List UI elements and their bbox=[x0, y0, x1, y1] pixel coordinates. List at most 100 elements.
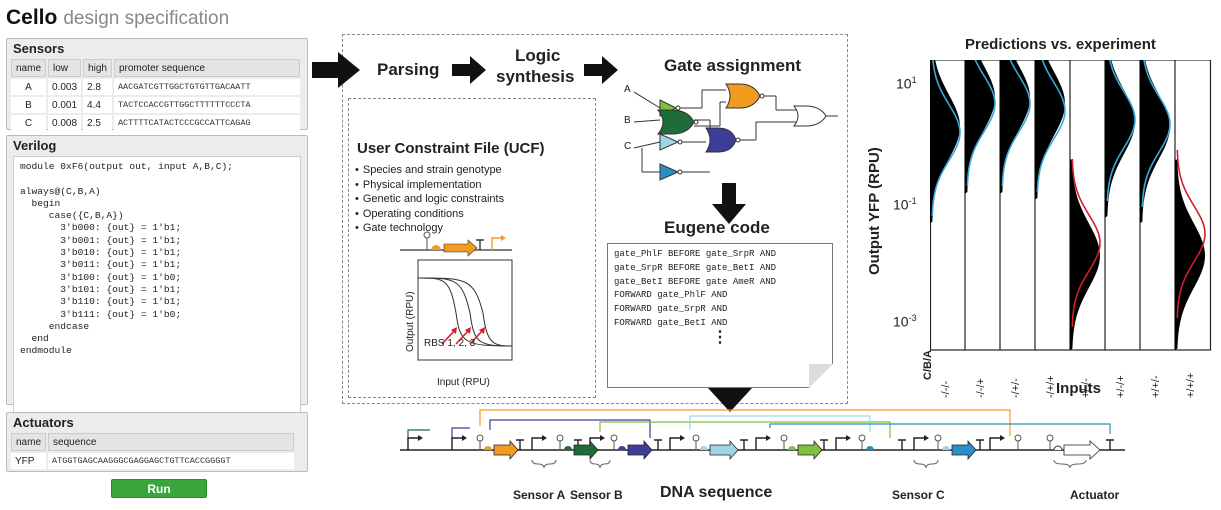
eugene-code-box: gate_PhlF BEFORE gate_SrpR AND gate_SrpR … bbox=[607, 243, 833, 388]
logic-circuit bbox=[633, 83, 838, 181]
experiment-distribution bbox=[965, 60, 995, 194]
ytick-label: 101 bbox=[896, 75, 917, 92]
sensors-table: name low high promoter sequence A 0.003 … bbox=[9, 57, 302, 133]
ucf-title: User Constraint File (UCF) bbox=[357, 140, 545, 157]
chart-corner-label: C/B/A bbox=[922, 350, 934, 380]
sensor-low[interactable]: 0.008 bbox=[48, 115, 82, 131]
list-item: Gate technology bbox=[355, 221, 504, 236]
experiment-distribution bbox=[1070, 159, 1100, 350]
actuator-name[interactable]: YFP bbox=[11, 453, 47, 469]
experiment-distribution bbox=[1140, 60, 1170, 223]
sensor-sequence[interactable]: TACTCCACCGTTGGCTTTTTTCCCTA bbox=[113, 97, 300, 113]
sensor-a-label: Sensor A bbox=[513, 488, 566, 502]
rbs-label: RBS 1, 2, 3 bbox=[424, 338, 476, 349]
gene-purple bbox=[627, 439, 653, 461]
sensor-high[interactable]: 4.4 bbox=[83, 97, 112, 113]
gene-dark-green bbox=[573, 439, 599, 461]
sensor-high[interactable]: 2.8 bbox=[83, 79, 112, 95]
chart-ylabel: Output YFP (RPU) bbox=[866, 147, 883, 275]
code-line: FORWARD gate_SrpR AND bbox=[614, 304, 728, 315]
experiment-distribution bbox=[1105, 60, 1135, 218]
code-line: module 0xF6(output out, input A,B,C); bbox=[20, 161, 234, 172]
sensors-title: Sensors bbox=[13, 41, 65, 56]
header-low: low bbox=[48, 59, 82, 77]
chart-xlabel: Inputs bbox=[1056, 380, 1101, 397]
app-subtitle: design specification bbox=[63, 8, 230, 29]
code-line: gate_SrpR BEFORE gate_BetI AND bbox=[614, 262, 777, 273]
actuators-header-row: name sequence bbox=[11, 433, 295, 451]
sensor-high[interactable]: 2.5 bbox=[83, 115, 112, 131]
eugene-title: Eugene code bbox=[664, 218, 770, 237]
code-line: 3'b011: {out} = 1'b1; bbox=[20, 259, 182, 271]
code-line: begin bbox=[20, 197, 61, 209]
arrow-icon bbox=[708, 370, 752, 412]
header-high: high bbox=[83, 59, 112, 77]
sensor-low[interactable]: 0.001 bbox=[48, 97, 82, 113]
gene-yfp bbox=[1063, 440, 1101, 460]
xtick-label: +/-/+ bbox=[1115, 375, 1127, 398]
experiment-distribution bbox=[1175, 159, 1205, 350]
code-line: 3'b000: {out} = 1'b1; bbox=[20, 222, 182, 234]
ucf-list: Species and strain genotype Physical imp… bbox=[355, 163, 504, 236]
table-row[interactable]: YFP ATGGTGAGCAAGGGCGAGGAGCTGTTCACCGGGGT bbox=[11, 453, 295, 469]
ytick-label: 10-1 bbox=[893, 196, 917, 213]
code-line: 3'b100: {out} = 1'b0; bbox=[20, 271, 182, 283]
experiment-distribution bbox=[1035, 60, 1065, 200]
parsing-label: Parsing bbox=[377, 60, 440, 79]
prediction-curve bbox=[1001, 60, 1031, 187]
xtick-label: -/+/- bbox=[1010, 378, 1022, 398]
gate-gene-icon bbox=[400, 231, 512, 257]
page-fold-icon bbox=[809, 364, 833, 388]
run-button[interactable]: Run bbox=[111, 479, 207, 498]
sensor-sequence[interactable]: AACGATCGTTGGCTGTGTTGACAATT bbox=[113, 79, 300, 95]
logic-label: Logic bbox=[515, 46, 561, 65]
ucf-box bbox=[348, 98, 596, 398]
xtick-label: +/+/+ bbox=[1185, 372, 1197, 398]
verilog-panel: Verilog module 0xF6(output out, input A,… bbox=[6, 135, 308, 416]
arrow-icon bbox=[312, 52, 360, 88]
actuator-sequence[interactable]: ATGGTGAGCAAGGGCGAGGAGCTGTTCACCGGGGT bbox=[48, 453, 295, 469]
xtick-label: +/+/- bbox=[1150, 375, 1162, 398]
actuator-label: Actuator bbox=[1070, 488, 1120, 502]
chart-title: Predictions vs. experiment bbox=[965, 36, 1156, 53]
actuators-panel: Actuators name sequence YFP ATGGTGAGCAAG… bbox=[6, 412, 308, 472]
table-row[interactable]: B 0.001 4.4 TACTCCACCGTTGGCTTTTTTCCCTA bbox=[11, 97, 300, 113]
table-row[interactable]: C 0.008 2.5 ACTTTTCATACTCCCGCCATTCAGAG bbox=[11, 115, 300, 131]
arrow-icon bbox=[712, 183, 746, 224]
code-line: endmodule bbox=[20, 345, 72, 357]
sensor-low[interactable]: 0.003 bbox=[48, 79, 82, 95]
synthesis-label: synthesis bbox=[496, 67, 575, 86]
gate-output-or bbox=[792, 105, 838, 127]
arrow-icon bbox=[452, 56, 486, 84]
sensor-name[interactable]: C bbox=[11, 115, 47, 131]
sensor-name[interactable]: B bbox=[11, 97, 47, 113]
ytick-label: 10-3 bbox=[893, 313, 917, 330]
dna-sequence-diagram bbox=[400, 409, 1125, 469]
code-line: FORWARD gate_BetI AND bbox=[614, 317, 728, 328]
table-row[interactable]: A 0.003 2.8 AACGATCGTTGGCTGTGTTGACAATT bbox=[11, 79, 300, 95]
sensor-name[interactable]: A bbox=[11, 79, 47, 95]
code-line: endcase bbox=[20, 320, 90, 332]
actuators-title: Actuators bbox=[13, 415, 74, 430]
prediction-curve bbox=[1106, 60, 1136, 202]
code-line: gate_PhlF BEFORE gate_SrpR AND bbox=[614, 249, 777, 259]
list-item: Operating conditions bbox=[355, 207, 504, 222]
code-line: gate_BetI BEFORE gate AmeR AND bbox=[614, 276, 777, 287]
sensor-b-label: Sensor B bbox=[570, 488, 623, 502]
header-name: name bbox=[11, 433, 47, 451]
prediction-curve bbox=[1036, 60, 1066, 193]
code-line: end bbox=[20, 333, 49, 345]
prediction-curve bbox=[966, 60, 996, 187]
gate-orange-nor bbox=[725, 83, 765, 109]
verilog-editor[interactable]: module 0xF6(output out, input A,B,C); al… bbox=[13, 156, 301, 416]
ucf-plot-xlabel: Input (RPU) bbox=[437, 377, 490, 388]
prediction-curve bbox=[1141, 60, 1171, 208]
gene-green bbox=[797, 439, 823, 461]
response-function-plot bbox=[417, 259, 513, 361]
sensor-sequence[interactable]: ACTTTTCATACTCCCGCCATTCAGAG bbox=[113, 115, 300, 131]
code-line: 3'b101: {out} = 1'b1; bbox=[20, 283, 182, 295]
gate-c1-not bbox=[659, 133, 683, 151]
sensors-header-row: name low high promoter sequence bbox=[11, 59, 300, 77]
prediction-curve bbox=[931, 60, 961, 217]
